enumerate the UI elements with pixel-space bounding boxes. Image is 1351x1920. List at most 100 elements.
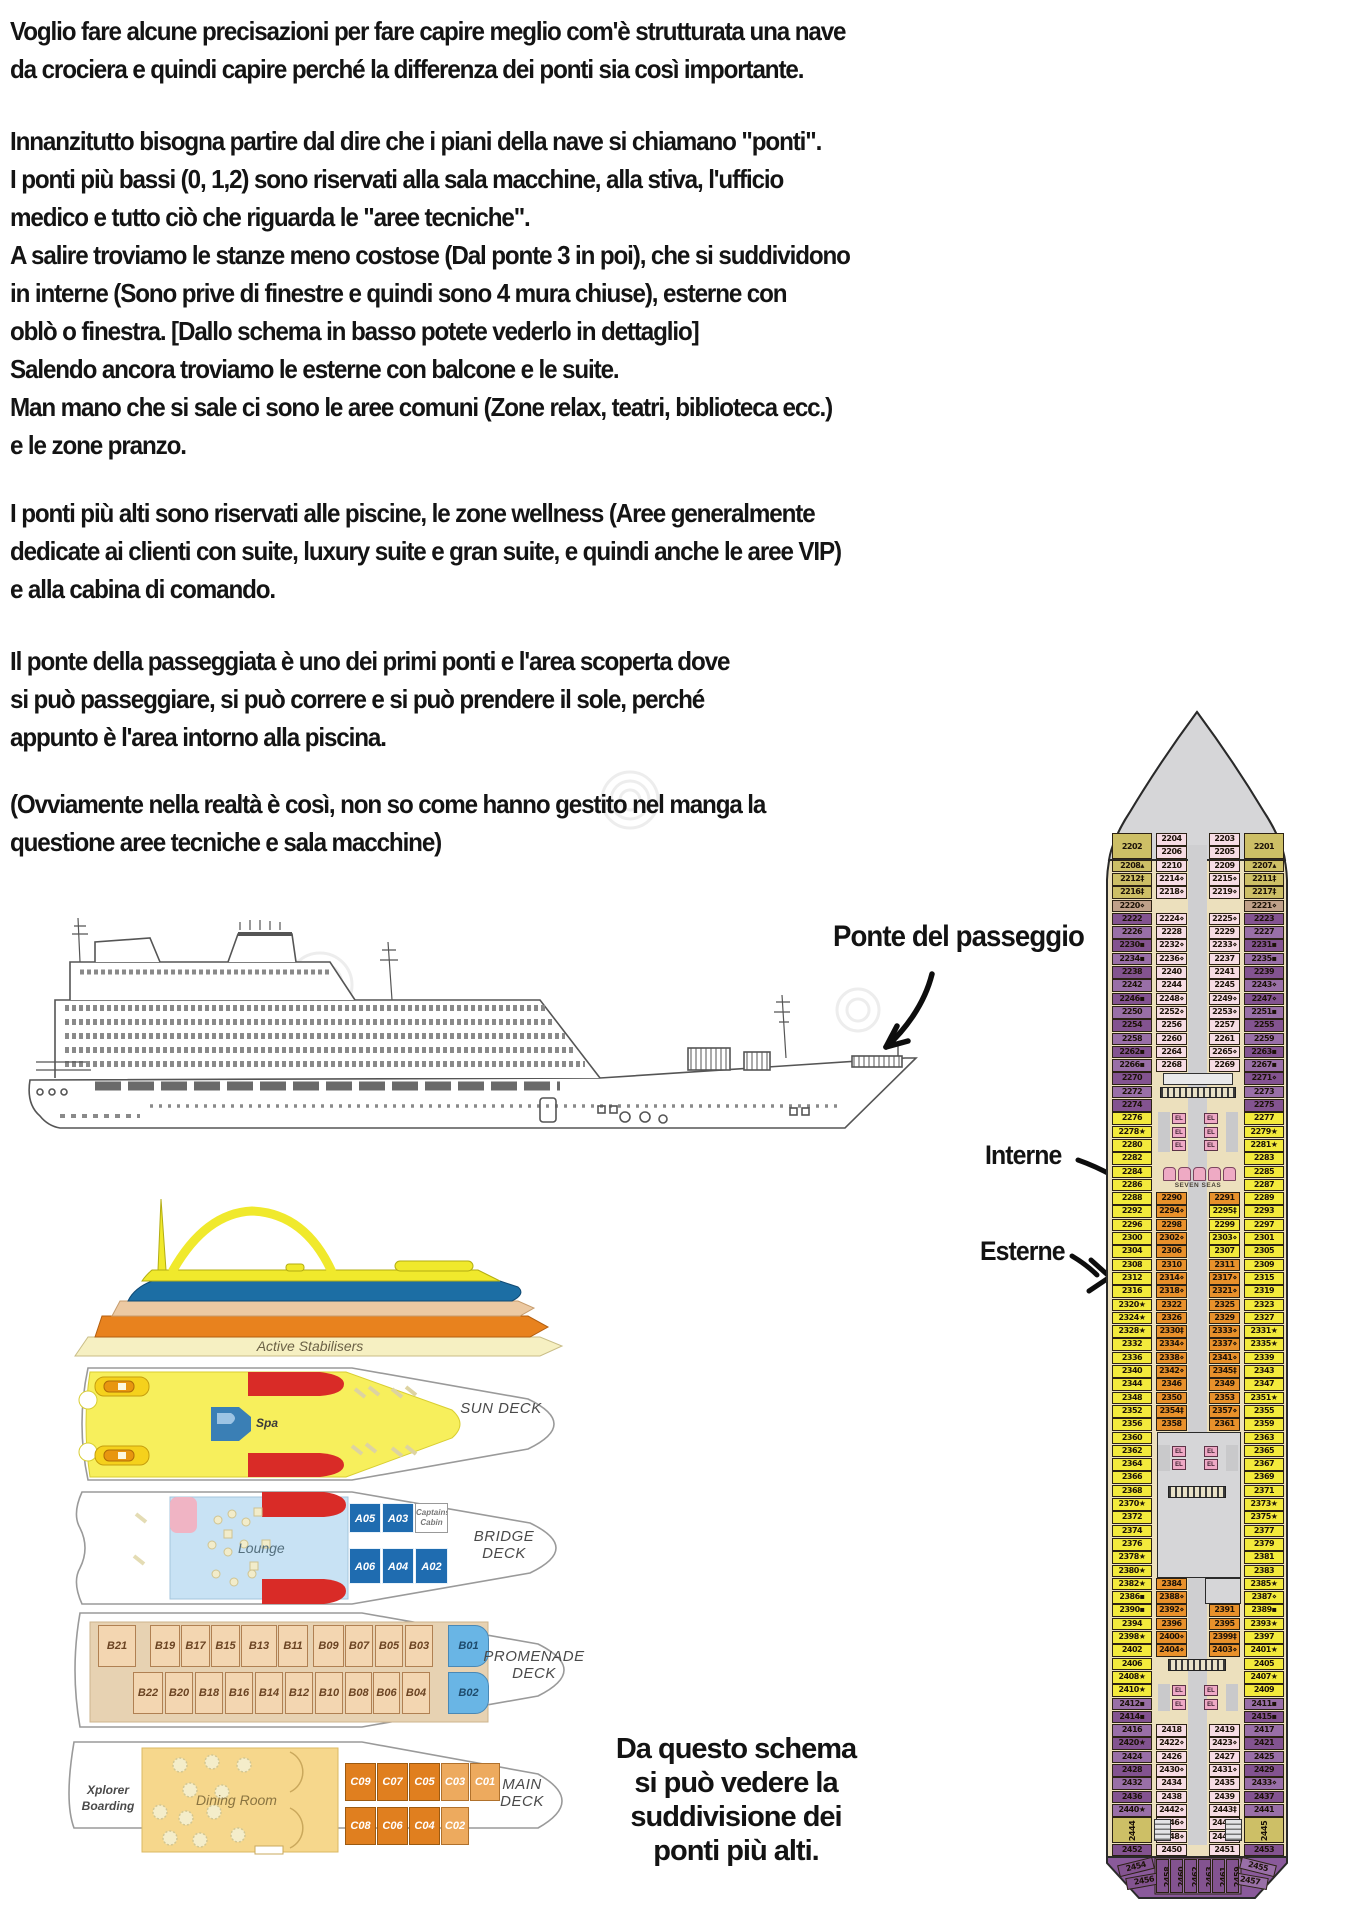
- cabin-2422: 2422⋄: [1156, 1737, 1187, 1751]
- cabin-2337: 2337⋄: [1209, 1338, 1240, 1352]
- cabin-2336: 2336: [1112, 1351, 1152, 1365]
- cabin-2232: 2232⋄: [1156, 939, 1187, 953]
- cabin-2425: 2425: [1244, 1750, 1284, 1764]
- cabin-2344: 2344: [1112, 1378, 1152, 1391]
- engine-casing: [1205, 1577, 1241, 1605]
- cabin-2254: 2254: [1112, 1019, 1152, 1032]
- cabin-2239: 2239: [1244, 966, 1284, 979]
- cabin-2460: 2460: [1170, 1859, 1183, 1893]
- cabin-B16: B16: [225, 1672, 253, 1714]
- cabin-2261: 2261: [1209, 1032, 1240, 1046]
- cabin-2273: 2273: [1244, 1085, 1284, 1099]
- cabin-2373: 2373★: [1244, 1498, 1284, 1511]
- cabin-2322: 2322: [1156, 1298, 1187, 1312]
- cabin-2354: 2354‡: [1156, 1404, 1187, 1418]
- cabin-2335: 2335★: [1244, 1338, 1284, 1352]
- cabin-C01: C01: [470, 1763, 500, 1801]
- cabin-C05: C05: [409, 1763, 440, 1801]
- seat-icon: [1208, 1166, 1221, 1181]
- cabin-C03: C03: [441, 1763, 469, 1801]
- cabin-2409: 2409: [1244, 1684, 1284, 1697]
- cabin-2360: 2360: [1112, 1431, 1152, 1445]
- cabin-2278: 2278★: [1112, 1125, 1152, 1139]
- cabin-2330: 2330‡: [1156, 1325, 1187, 1338]
- cabin-2224: 2224⋄: [1156, 912, 1187, 926]
- seat-icon: [1223, 1166, 1236, 1181]
- cabin-2276: 2276: [1112, 1112, 1152, 1125]
- cabin-2214: 2214⋄: [1156, 872, 1187, 886]
- cabin-2229: 2229: [1209, 926, 1240, 939]
- cabin-2436: 2436: [1112, 1790, 1152, 1804]
- cabin-2450: 2450: [1156, 1843, 1187, 1857]
- cabin-2243: 2243⋄: [1244, 979, 1284, 992]
- cabin-2228: 2228: [1156, 926, 1187, 939]
- sun-deck-label: SUN DECK: [460, 1400, 542, 1417]
- cabin-2305: 2305: [1244, 1245, 1284, 1258]
- seat-icon: [1163, 1166, 1176, 1181]
- cabin-2437: 2437: [1244, 1790, 1284, 1804]
- cabin-2248: 2248⋄: [1156, 992, 1187, 1006]
- cabin-2222: 2222: [1112, 912, 1152, 926]
- main-deck-art: [141, 1747, 339, 1855]
- elevator-lobby: [1158, 1112, 1170, 1153]
- cabin-2410: 2410★: [1112, 1684, 1152, 1697]
- cabin-2386: 2386▪: [1112, 1591, 1152, 1604]
- machinery-icon: [1154, 1819, 1171, 1842]
- cabin-2325: 2325: [1209, 1298, 1240, 1312]
- cabin-2246: 2246▪: [1112, 992, 1152, 1006]
- cabin-2238: 2238: [1112, 966, 1152, 979]
- cabin-2364: 2364: [1112, 1458, 1152, 1471]
- cabin-2418: 2418: [1156, 1724, 1187, 1737]
- cabin-2267: 2267▪: [1244, 1059, 1284, 1072]
- cabin-2296: 2296: [1112, 1218, 1152, 1232]
- cabin-2326: 2326: [1156, 1311, 1187, 1325]
- cabin-2365: 2365: [1244, 1444, 1284, 1458]
- cabin-B12: B12: [285, 1672, 313, 1714]
- cabin-2381: 2381: [1244, 1551, 1284, 1564]
- cabin-2282: 2282: [1112, 1152, 1152, 1165]
- cabin-2209: 2209: [1209, 859, 1240, 873]
- cabin-2362: 2362: [1112, 1444, 1152, 1458]
- cabin-2274: 2274: [1112, 1099, 1152, 1112]
- cabin-2303: 2303⋄: [1209, 1232, 1240, 1245]
- cabin-2396: 2396: [1156, 1617, 1187, 1631]
- cabin-2252: 2252⋄: [1156, 1005, 1187, 1019]
- cabin-2334: 2334⋄: [1156, 1338, 1187, 1352]
- cabin-2319: 2319: [1244, 1285, 1284, 1298]
- cabin-B01: B01: [448, 1625, 489, 1667]
- cabin-B03: B03: [405, 1625, 433, 1667]
- cabin-2419: 2419: [1209, 1724, 1240, 1737]
- cabin-2340: 2340: [1112, 1365, 1152, 1378]
- cabin-C02: C02: [441, 1807, 469, 1845]
- paragraph-4: Il ponte della passeggiata è uno dei pri…: [10, 646, 730, 752]
- cabin-2442: 2442⋄: [1156, 1803, 1187, 1817]
- cabin-2390: 2390▪: [1112, 1604, 1152, 1618]
- cabin-2429: 2429: [1244, 1764, 1284, 1777]
- cabin-2297: 2297: [1244, 1218, 1284, 1232]
- cabin-C08: C08: [345, 1807, 376, 1845]
- cabin-C07: C07: [377, 1763, 408, 1801]
- sun-deck-art: [78, 1371, 461, 1478]
- cabin-2352: 2352: [1112, 1404, 1152, 1418]
- cabin-2253: 2253⋄: [1209, 1005, 1240, 1019]
- cabin-B13: B13: [241, 1625, 277, 1667]
- cabin-2338: 2338⋄: [1156, 1351, 1187, 1365]
- cabin-2309: 2309: [1244, 1258, 1284, 1272]
- cabin-2315: 2315: [1244, 1271, 1284, 1285]
- cabin-2369: 2369: [1244, 1471, 1284, 1485]
- cabin-2302: 2302⋄: [1156, 1232, 1187, 1245]
- cabin-2207: 2207▴: [1244, 859, 1284, 873]
- cabin-B17: B17: [181, 1625, 210, 1667]
- cabin-2215: 2215⋄: [1209, 872, 1240, 886]
- cabin-2281: 2281★: [1244, 1138, 1284, 1152]
- cabin-2342: 2342⋄: [1156, 1365, 1187, 1378]
- cabin-2241: 2241: [1209, 966, 1240, 979]
- cabin-2349: 2349: [1209, 1378, 1240, 1391]
- cabin-2339: 2339: [1244, 1351, 1284, 1365]
- lounge-label: Lounge: [238, 1540, 285, 1556]
- cabin-2438: 2438: [1156, 1790, 1187, 1804]
- cabin-2270: 2270: [1112, 1072, 1152, 1086]
- cabin-2250: 2250: [1112, 1005, 1152, 1019]
- cabin-2452: 2452: [1112, 1843, 1152, 1857]
